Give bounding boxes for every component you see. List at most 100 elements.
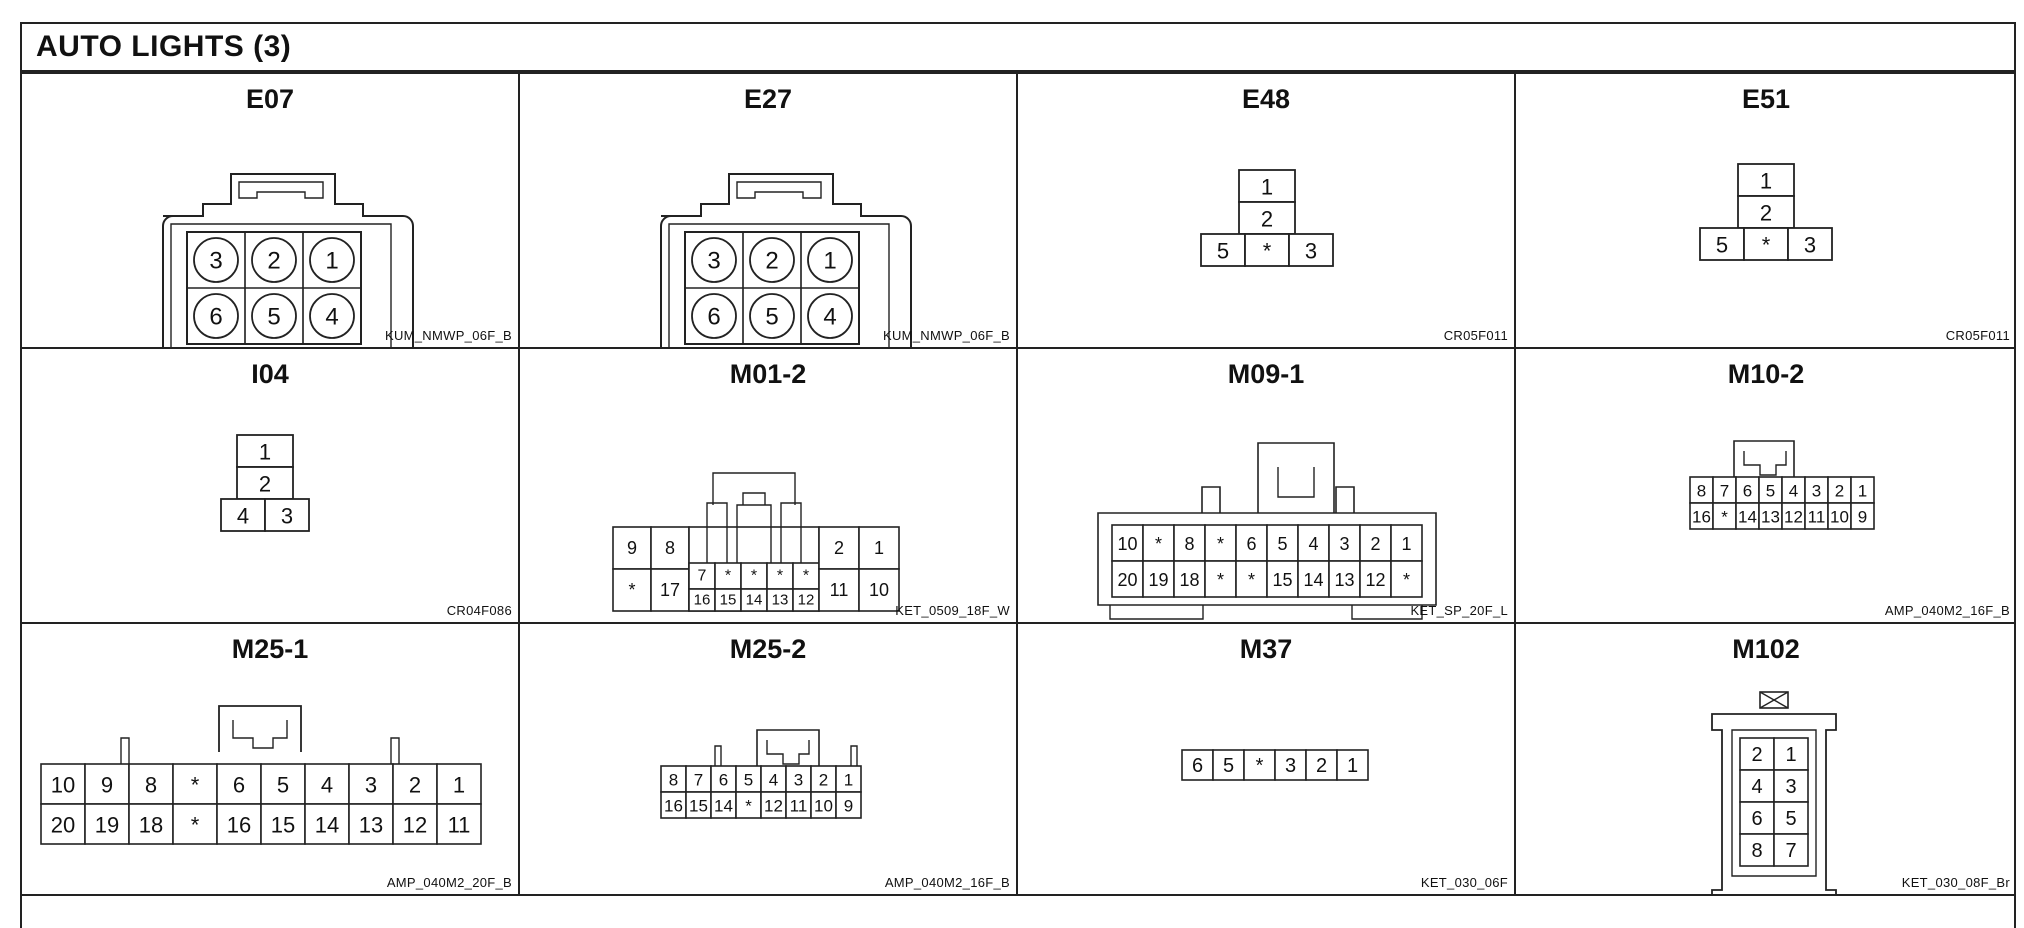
pin-cavity [1773,769,1809,803]
pin-label: 11 [830,580,849,600]
pin-cavity [216,803,262,845]
connector-housing [162,173,414,347]
pin-label: 4 [823,304,836,331]
pin-label: 3 [365,773,377,798]
pin-cavity [612,526,652,570]
pin-label: 6 [707,304,720,331]
pin-cavity [1238,169,1296,203]
pin-label: 13 [1761,508,1780,527]
connector-inner-wall [1731,729,1817,877]
pin-label: 5 [1766,482,1775,501]
pin-cavity [260,803,306,845]
locking-tab [238,181,324,199]
pin-label: 2 [267,248,280,275]
pin-cavity [691,237,737,283]
pin-cavity [735,791,762,819]
connector-part-code: KET_SP_20F_L [1410,603,1508,618]
connector-housing [660,173,912,347]
pin-label: 11 [1808,508,1826,527]
connector-name: E51 [1741,84,1791,114]
pin-label: * [725,568,731,585]
pin-cavity [236,434,294,468]
pin-label: 4 [1751,776,1762,798]
guide-post [120,737,400,764]
pin-cavity [1699,227,1745,261]
pin-label: 13 [359,813,383,838]
pin-cavity [1737,195,1795,229]
pin-label: 5 [1223,755,1234,777]
pin-label: 8 [669,771,678,790]
pin-cavity [685,765,712,793]
pin-label: 6 [1751,808,1762,830]
pin-label: * [777,568,783,585]
pin-label: 9 [627,538,637,558]
pin-cavity [251,237,297,283]
pin-label: 18 [1179,570,1199,590]
connector-name: M25-1 [231,634,309,664]
pin-label: 3 [1305,239,1317,264]
pin-label: 3 [707,248,720,275]
connector-part-code: KET_030_08F_Br [1901,875,2010,890]
connector-name: E27 [743,84,793,114]
latch-housing [1201,442,1355,513]
locking-tab [766,740,810,765]
pin-label: 4 [325,304,338,331]
pin-label: 5 [1716,233,1728,258]
pin-label: 8 [665,538,675,558]
pin-label: 10 [869,580,889,600]
pin-cavity [858,526,900,570]
pin-label: 12 [1784,508,1803,527]
pin-label: 14 [714,797,733,816]
pin-cavity [1111,560,1144,598]
pin-cavity [807,293,853,339]
pin-cavity [40,763,86,805]
pin-label: 10 [1830,508,1849,527]
pin-label: 3 [281,504,293,529]
pin-cavity [749,237,795,283]
pin-label: 6 [1192,755,1203,777]
pin-label: 7 [698,568,707,585]
pin-label: 1 [1347,755,1358,777]
pin-label: 2 [819,771,828,790]
pin-label: 2 [765,248,778,275]
connector-drawing: 125*3 [1200,169,1334,267]
pin-cavity [436,763,482,805]
pin-label: * [1762,233,1771,258]
pin-cavity [1390,524,1423,562]
pin-label: * [628,580,635,600]
pin-label: 2 [1261,207,1273,232]
pin-cavity [84,803,130,845]
pin-label: * [191,773,200,798]
pin-label: 2 [1370,534,1380,554]
pin-label: 10 [51,773,75,798]
pin-label: 1 [844,771,853,790]
pin-label: * [803,568,809,585]
pin-cavity [1850,502,1875,530]
pin-label: 4 [769,771,778,790]
pin-cavity [1737,163,1795,197]
pin-cavity [710,791,737,819]
pin-cavity [264,498,310,532]
pin-cavity [1142,560,1175,598]
pin-label: 2 [409,773,421,798]
pin-label: 8 [1697,482,1706,501]
pin-cavity [1212,749,1245,781]
locking-tab [232,720,288,749]
pin-label: 2 [259,472,271,497]
pin-label: 5 [1217,239,1229,264]
pin-label: 5 [1277,534,1287,554]
pin-label: 3 [1812,482,1821,501]
pin-label: * [751,568,757,585]
pin-label: 16 [1692,508,1711,527]
pin-label: 9 [844,797,853,816]
pin-cavity [40,803,86,845]
pin-label: 4 [237,504,249,529]
pin-label: 1 [453,773,465,798]
pin-label: 11 [448,813,471,838]
